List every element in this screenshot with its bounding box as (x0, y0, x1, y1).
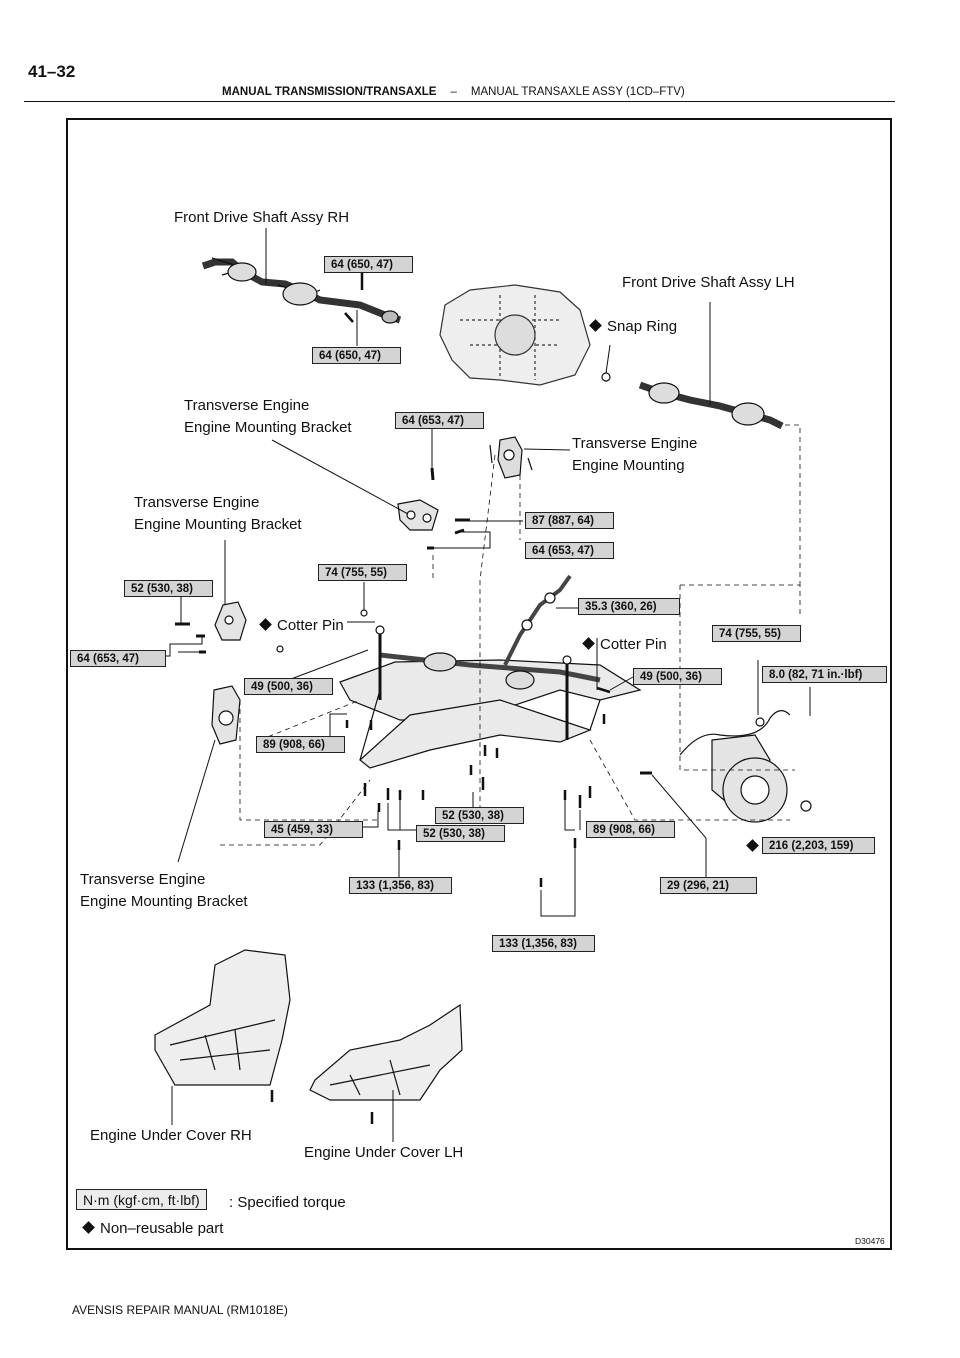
header-rule (24, 101, 895, 102)
label-engine-mounting-line1: Transverse Engine (572, 435, 698, 452)
engine-mounting-bracket-upper (397, 467, 470, 550)
label-front-drive-shaft-rh: Front Drive Shaft Assy RH (174, 209, 350, 226)
page-number: 41–32 (28, 62, 76, 81)
label-mount-bracket-lower-line2: Engine Mounting Bracket (80, 893, 248, 910)
label-cotter-pin-right: Cotter Pin (582, 634, 667, 656)
torque-spec: 74 (755, 55) (712, 625, 801, 642)
subsection-title: MANUAL TRANSAXLE ASSY (1CD–FTV) (470, 86, 685, 98)
label-cotter-pin-left: Cotter Pin (259, 615, 344, 637)
under-cover-rh (154, 949, 291, 1102)
torque-spec: 29 (296, 21) (660, 877, 757, 894)
bolts (344, 272, 611, 887)
engine-mounting-bracket-lower (211, 685, 241, 745)
torque-spec: 8.0 (82, 71 in.·lbf) (762, 666, 887, 683)
torque-spec: 35.3 (360, 26) (578, 598, 680, 615)
non-reusable-icon (582, 637, 595, 650)
steering-knuckle-brake (640, 710, 812, 823)
torque-spec: 64 (653, 47) (70, 650, 166, 667)
engine-mounting (489, 436, 533, 479)
engine-mounting-bracket-mid (175, 601, 284, 654)
phantom-outlines (220, 424, 801, 846)
label-cotter-pin-right-text: Cotter Pin (600, 636, 667, 653)
legend-non-reusable-text: Non–reusable part (100, 1220, 224, 1237)
legend-non-reusable: Non–reusable part (82, 1220, 224, 1237)
torque-spec: 49 (500, 36) (244, 678, 333, 695)
legend-unit-box: N·m (kgf·cm, ft·lbf) (76, 1189, 207, 1210)
torque-spec: 45 (459, 33) (264, 821, 363, 838)
torque-spec: 133 (1,356, 83) (492, 935, 595, 952)
under-cover-lh (309, 1003, 463, 1124)
torque-spec: 87 (887, 64) (525, 512, 614, 529)
label-mount-bracket-mid-line2: Engine Mounting Bracket (134, 516, 302, 533)
page-footer: AVENSIS REPAIR MANUAL (RM1018E) (72, 1303, 288, 1317)
header-separator: – (450, 86, 457, 98)
page-header: MANUAL TRANSMISSION/TRANSAXLE – MANUAL TRA… (222, 86, 685, 98)
torque-spec: 52 (530, 38) (124, 580, 213, 597)
torque-spec: 64 (650, 47) (312, 347, 401, 364)
torque-spec: 216 (2,203, 159) (762, 837, 875, 854)
steering-gear (379, 574, 601, 690)
torque-spec: 49 (500, 36) (633, 668, 722, 685)
torque-spec: 52 (530, 38) (416, 825, 505, 842)
figure-code: D30476 (855, 1236, 885, 1246)
label-cotter-pin-left-text: Cotter Pin (277, 617, 344, 634)
label-snap-ring-text: Snap Ring (607, 318, 678, 335)
non-reusable-icon (589, 319, 602, 332)
torque-spec: 64 (650, 47) (324, 256, 413, 273)
label-mount-bracket-lower-line1: Transverse Engine (80, 871, 206, 888)
label-snap-ring: Snap Ring (589, 316, 678, 338)
torque-spec: 89 (908, 66) (256, 736, 345, 753)
leader-lines (166, 228, 811, 917)
label-front-drive-shaft-lh: Front Drive Shaft Assy LH (622, 274, 795, 291)
label-mount-bracket-mid-line1: Transverse Engine (134, 494, 260, 511)
non-reusable-icon (82, 1221, 95, 1234)
label-mount-bracket-upper-line2: Engine Mounting Bracket (184, 419, 352, 436)
legend-unit-text: : Specified torque (229, 1194, 346, 1211)
label-mount-bracket-upper-line1: Transverse Engine (184, 397, 310, 414)
torque-spec: 74 (755, 55) (318, 564, 407, 581)
stabilizer-links (360, 609, 572, 740)
section-title: MANUAL TRANSMISSION/TRANSAXLE (222, 86, 437, 98)
non-reusable-icon (259, 618, 272, 631)
label-engine-mounting-line2: Engine Mounting (572, 457, 685, 474)
torque-spec: 52 (530, 38) (435, 807, 524, 824)
front-suspension-crossmember (339, 659, 642, 769)
torque-spec: 64 (653, 47) (395, 412, 484, 429)
transaxle-assy (439, 284, 591, 386)
figure-frame (66, 118, 892, 1250)
torque-spec: 133 (1,356, 83) (349, 877, 452, 894)
label-under-cover-lh: Engine Under Cover LH (304, 1144, 464, 1161)
label-under-cover-rh: Engine Under Cover RH (90, 1127, 252, 1144)
torque-spec: 89 (908, 66) (586, 821, 675, 838)
torque-spec: 64 (653, 47) (525, 542, 614, 559)
drive-shaft-rh (201, 257, 402, 324)
drive-shaft-lh (601, 372, 784, 430)
